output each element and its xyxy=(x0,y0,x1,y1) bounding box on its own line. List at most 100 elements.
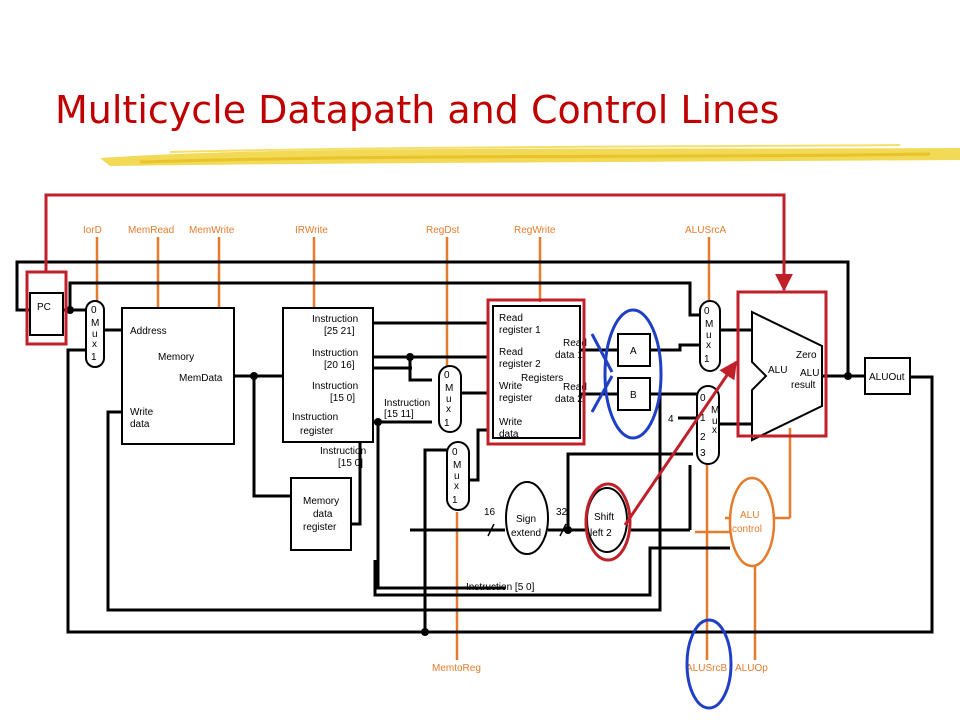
svg-text:M: M xyxy=(91,318,99,329)
datapath-wires xyxy=(15,260,934,634)
svg-text:ALUOut: ALUOut xyxy=(869,372,905,383)
svg-text:Sign: Sign xyxy=(516,514,536,525)
ir-tap-15-0-b: [15 0] xyxy=(338,458,363,469)
svg-text:Read: Read xyxy=(499,347,523,358)
label-memwrite: MemWrite xyxy=(189,225,235,236)
svg-text:ALU: ALU xyxy=(800,368,819,379)
register-a: A xyxy=(617,333,651,367)
shift-to-alu-arrow xyxy=(623,360,738,526)
svg-text:Shift: Shift xyxy=(594,512,614,523)
svg-text:u: u xyxy=(712,416,718,427)
alu-control: ALU control xyxy=(728,476,776,568)
mux-alusrca: 0 M u x 1 xyxy=(699,300,721,372)
blue-highlights xyxy=(590,308,733,710)
label-alusrcb: ALUSrcB xyxy=(686,663,727,674)
control-labels-bottom: MemtoReg ALUSrcB ALUOp xyxy=(432,663,768,674)
svg-text:0: 0 xyxy=(91,305,97,316)
svg-text:0: 0 xyxy=(700,393,706,404)
svg-text:data: data xyxy=(313,509,333,520)
svg-text:M: M xyxy=(705,319,713,330)
alu: ALU Zero ALU result xyxy=(751,310,823,442)
svg-text:Write: Write xyxy=(499,417,523,428)
svg-text:Read: Read xyxy=(563,338,587,349)
svg-text:0: 0 xyxy=(444,370,450,381)
svg-text:x: x xyxy=(454,481,459,492)
label-iord: IorD xyxy=(83,225,102,236)
svg-text:Instruction: Instruction xyxy=(312,381,358,392)
svg-text:B: B xyxy=(630,390,637,401)
svg-text:Zero: Zero xyxy=(796,350,817,361)
svg-text:data 1: data 1 xyxy=(555,350,583,361)
svg-text:1: 1 xyxy=(444,418,450,429)
svg-text:Memory: Memory xyxy=(303,496,339,507)
mux-regdst: 0 M u x 1 xyxy=(438,365,462,433)
instruction-register: Instruction [25 21] Instruction [20 16] … xyxy=(282,307,374,443)
register-b: B xyxy=(617,377,651,411)
svg-text:register 1: register 1 xyxy=(499,325,541,336)
svg-text:3: 3 xyxy=(700,448,706,459)
svg-text:Read: Read xyxy=(563,382,587,393)
control-lines xyxy=(95,237,792,660)
control-labels-top: IorD MemRead MemWrite IRWrite RegDst Reg… xyxy=(83,225,726,236)
svg-text:[15 0]: [15 0] xyxy=(330,393,355,404)
svg-text:x: x xyxy=(92,339,97,350)
bus-width-16: 16 xyxy=(484,507,496,518)
wire-junctions xyxy=(66,306,852,636)
svg-text:M: M xyxy=(711,405,719,416)
ir-tap-15-11-b: [15 11] xyxy=(384,409,414,420)
constant-4: 4 xyxy=(668,414,674,425)
svg-text:Read: Read xyxy=(499,313,523,324)
svg-text:Instruction: Instruction xyxy=(312,348,358,359)
svg-text:left 2: left 2 xyxy=(590,528,612,539)
svg-text:[20 16]: [20 16] xyxy=(324,360,355,371)
svg-text:A: A xyxy=(630,346,637,357)
pc-to-alu-arrow xyxy=(44,193,793,292)
register-file-highlight-box xyxy=(486,298,586,446)
svg-text:Write: Write xyxy=(499,381,523,392)
svg-text:0: 0 xyxy=(452,447,458,458)
mux-iord: 0 M u x 1 xyxy=(85,300,105,368)
svg-text:register 2: register 2 xyxy=(499,359,541,370)
svg-text:Instruction: Instruction xyxy=(312,314,358,325)
alu-highlight-box xyxy=(736,290,828,438)
bus-width-32: 32 xyxy=(556,507,568,518)
svg-text:data: data xyxy=(499,429,519,440)
memory-data-register: Memory data register xyxy=(290,477,352,551)
pc-label: PC xyxy=(37,302,51,313)
label-memtoreg: MemtoReg xyxy=(432,663,481,674)
label-regwrite: RegWrite xyxy=(514,225,556,236)
title-underline xyxy=(100,144,960,166)
svg-text:0: 0 xyxy=(704,306,710,317)
svg-text:extend: extend xyxy=(511,528,541,539)
memory-memdata-label: MemData xyxy=(179,373,223,384)
mux-memtoreg: 0 M u x 1 xyxy=(446,441,470,511)
svg-text:ALU: ALU xyxy=(768,365,787,376)
label-aluop: ALUOp xyxy=(735,663,768,674)
memory-write-label: Write xyxy=(130,407,154,418)
pc-register: PC xyxy=(29,292,64,336)
ir-tap-15-11-a: Instruction xyxy=(384,398,430,409)
blue-arrow-up xyxy=(590,333,614,373)
label-alusrca: ALUSrcA xyxy=(685,225,726,236)
svg-text:u: u xyxy=(706,330,712,341)
slide-title: Multicycle Datapath and Control Lines xyxy=(55,88,780,132)
memory-unit: Address Memory MemData Write data xyxy=(121,307,235,445)
red-highlights xyxy=(25,193,828,562)
svg-text:data 2: data 2 xyxy=(555,394,583,405)
ir-tap-15-0-a: Instruction xyxy=(320,446,366,457)
memory-data-label: data xyxy=(130,419,150,430)
bus-width-marks xyxy=(487,523,567,537)
svg-text:x: x xyxy=(706,340,711,351)
svg-text:[25 21]: [25 21] xyxy=(324,326,355,337)
ab-registers-highlight xyxy=(603,308,663,440)
svg-text:1: 1 xyxy=(704,354,710,365)
shift-left-2: Shift left 2 xyxy=(586,487,628,553)
svg-text:x: x xyxy=(712,425,717,436)
svg-text:Registers: Registers xyxy=(521,373,563,384)
svg-text:register: register xyxy=(303,522,337,533)
svg-text:register: register xyxy=(300,426,334,437)
svg-text:ALU: ALU xyxy=(740,510,759,521)
svg-text:1: 1 xyxy=(452,495,458,506)
